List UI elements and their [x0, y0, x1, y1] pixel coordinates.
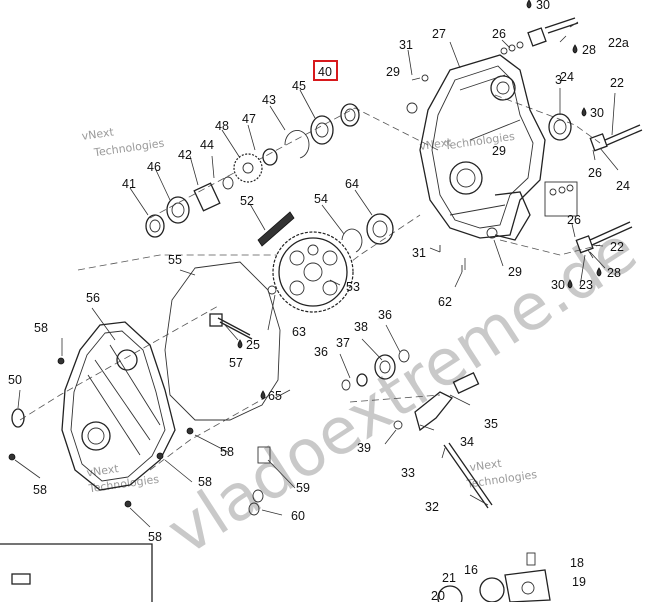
callout-52: 52	[240, 194, 254, 208]
drop-icon	[596, 267, 602, 277]
callout-31: 31	[399, 38, 413, 52]
callout-39: 39	[357, 441, 371, 455]
callout-38: 38	[354, 320, 368, 334]
callout-22: 22	[610, 76, 624, 90]
callout-16: 16	[464, 563, 478, 577]
callout-27: 27	[432, 27, 446, 41]
driven-sprocket	[272, 231, 354, 313]
callout-22: 22	[610, 240, 624, 254]
callout-59: 59	[296, 481, 310, 495]
callout-34: 34	[460, 435, 474, 449]
callout-64: 64	[345, 177, 359, 191]
callout-26: 26	[588, 166, 602, 180]
brand-watermark-top: vNext	[81, 125, 115, 142]
callout-31: 31	[412, 246, 426, 260]
tensioner-parts	[11, 285, 493, 516]
callout-62: 62	[438, 295, 452, 309]
brand-watermark-top: vNext	[86, 462, 120, 479]
callout-21: 21	[442, 571, 456, 585]
drop-icon	[237, 339, 243, 349]
callout-29: 29	[508, 265, 522, 279]
drive-chain	[257, 211, 295, 247]
right-side-hardware	[406, 17, 643, 272]
callout-labels: 30 26 28 22a 31 27 29 24 40 45 3 22 43 3…	[8, 0, 630, 602]
callout-50: 50	[8, 373, 22, 387]
callout-44: 44	[200, 138, 214, 152]
callout-26: 26	[492, 27, 506, 41]
callout-41: 41	[122, 177, 136, 191]
callout-36: 36	[378, 308, 392, 322]
callout-45: 45	[292, 79, 306, 93]
callout-43: 43	[262, 93, 276, 107]
callout-22a: 22a	[608, 36, 629, 50]
callout-47: 47	[242, 112, 256, 126]
callout-63: 63	[292, 325, 306, 339]
callout-60: 60	[291, 509, 305, 523]
callout-25: 25	[246, 338, 260, 352]
drop-icon	[572, 44, 578, 54]
leader-lines	[14, 21, 619, 528]
callout-32: 32	[425, 500, 439, 514]
callout-55: 55	[168, 253, 182, 267]
callout-58: 58	[198, 475, 212, 489]
lower-sub-assembly	[0, 543, 551, 602]
brand-watermark-top: vNext	[469, 457, 503, 474]
callout-53: 53	[346, 280, 360, 294]
callout-58: 58	[148, 530, 162, 544]
callout-19: 19	[572, 575, 586, 589]
upper-shaft-parts	[145, 103, 360, 238]
callout-28: 28	[607, 266, 621, 280]
callout-58: 58	[34, 321, 48, 335]
lower-shaft-parts	[341, 213, 394, 253]
callout-57: 57	[229, 356, 243, 370]
chaincase-housing	[419, 54, 546, 241]
drop-icon	[526, 0, 532, 9]
callout-20: 20	[431, 589, 445, 602]
callout-24: 24	[616, 179, 630, 193]
callout-42: 42	[178, 148, 192, 162]
callout-18: 18	[570, 556, 584, 570]
callout-23: 23	[579, 278, 593, 292]
chaincase-cover	[61, 321, 176, 491]
callout-65: 65	[268, 389, 282, 403]
callout-36: 36	[314, 345, 328, 359]
callout-40: 40	[318, 65, 332, 79]
callout-30: 30	[536, 0, 550, 12]
drive-sprocket	[233, 153, 263, 183]
cover-bolts	[8, 357, 194, 508]
callout-30: 30	[551, 278, 565, 292]
callout-24: 24	[560, 70, 574, 84]
callout-29: 29	[386, 65, 400, 79]
callout-26: 26	[567, 213, 581, 227]
watermark-text: vladoextreme.de	[155, 213, 650, 570]
callout-54: 54	[314, 192, 328, 206]
callout-30: 30	[590, 106, 604, 120]
callout-46: 46	[147, 160, 161, 174]
callout-29: 29	[492, 144, 506, 158]
callout-56: 56	[86, 291, 100, 305]
highlight-box	[313, 60, 338, 81]
grease-drop-icons	[237, 0, 602, 400]
callout-48: 48	[215, 119, 229, 133]
callout-3: 3	[555, 73, 562, 87]
brand-watermark-bottom: Technologies	[92, 137, 165, 160]
callout-58: 58	[33, 483, 47, 497]
callout-28: 28	[582, 43, 596, 57]
callout-58: 58	[220, 445, 234, 459]
drop-icon	[581, 107, 587, 117]
callout-35: 35	[484, 417, 498, 431]
site-watermark: vladoextreme.de	[155, 213, 650, 570]
drop-icon	[260, 390, 266, 400]
drop-icon	[567, 279, 573, 289]
callout-33: 33	[401, 466, 415, 480]
callout-37: 37	[336, 336, 350, 350]
brand-watermark-top: vNext	[419, 136, 453, 153]
cover-gasket	[164, 261, 281, 421]
